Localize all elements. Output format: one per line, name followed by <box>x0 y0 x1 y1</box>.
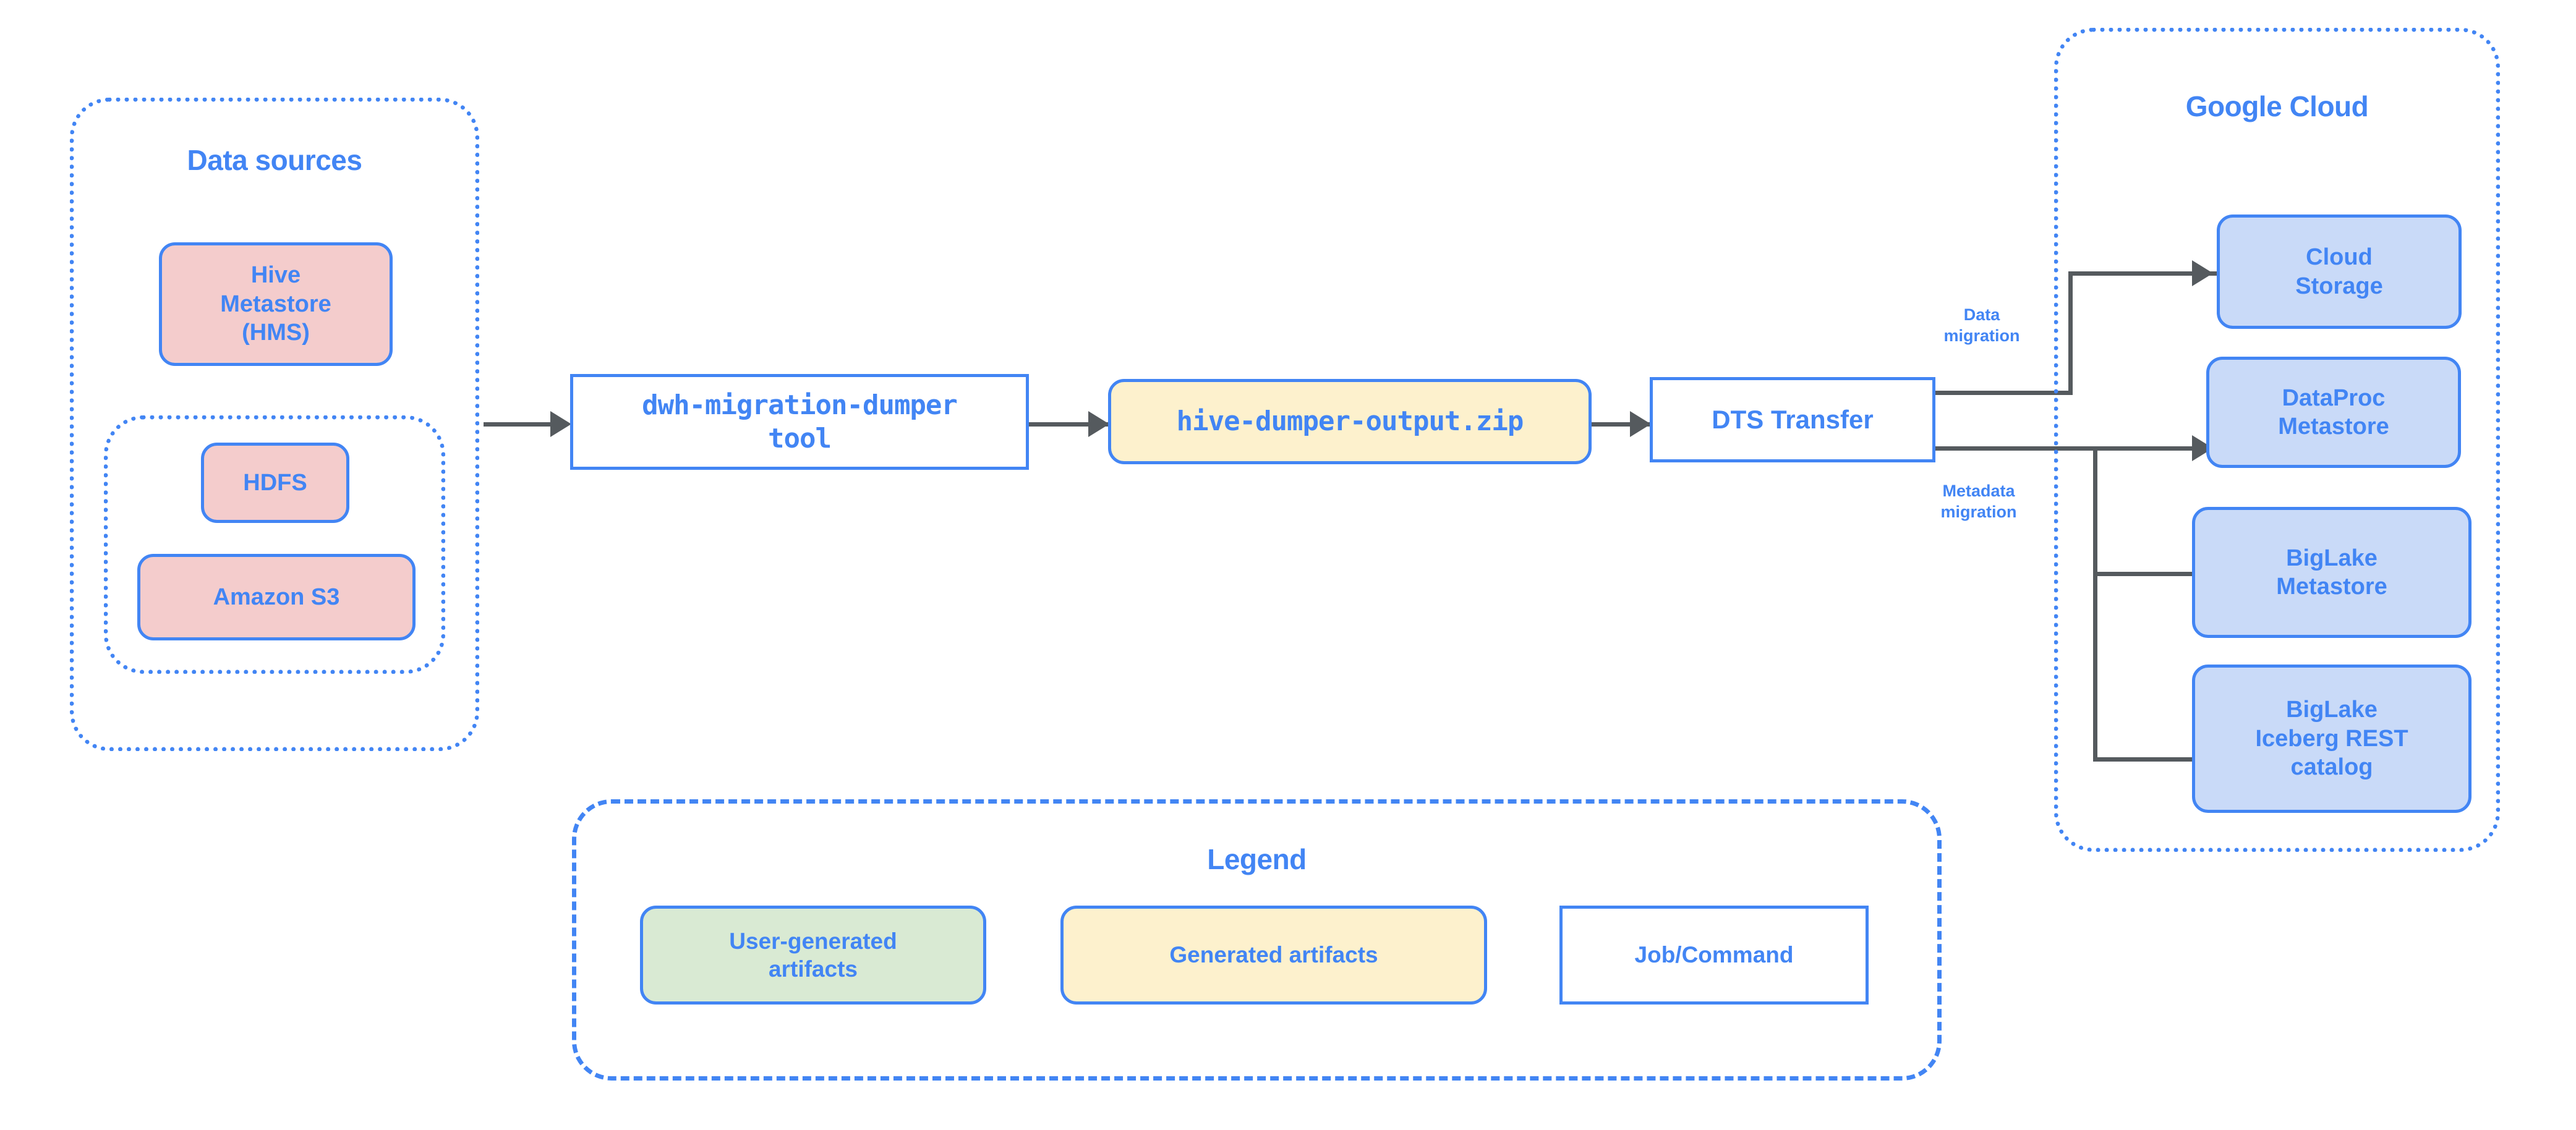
node-hdfs[interactable]: HDFS <box>201 443 349 523</box>
node-dumper-output-zip[interactable]: hive-dumper-output.zip <box>1108 379 1592 464</box>
arrowhead-cloud-storage <box>2192 260 2213 286</box>
node-amazon-s3[interactable]: Amazon S3 <box>137 554 416 640</box>
node-dumper-tool[interactable]: dwh-migration-dumper tool <box>570 374 1029 470</box>
connector-dumper-to-zip <box>1029 422 1109 427</box>
node-biglake-iceberg-rest-catalog[interactable]: BigLake Iceberg REST catalog <box>2192 665 2472 813</box>
connector-sources-to-dumper <box>484 422 559 427</box>
google-cloud-title: Google Cloud <box>2185 90 2369 122</box>
arrowhead-zip-to-dts <box>1630 411 1651 437</box>
legend-swatch-user-generated-artifacts[interactable]: User-generated artifacts <box>640 906 986 1005</box>
node-cloud-storage[interactable]: Cloud Storage <box>2217 215 2462 329</box>
edge-label-metadata-migration: Metadata migration <box>1940 482 2017 521</box>
connector-dts-data-horizontal <box>1935 391 2073 395</box>
data-sources-title: Data sources <box>187 144 362 176</box>
legend-swatch-job-command[interactable]: Job/Command <box>1559 906 1869 1005</box>
connector-dts-data-vertical <box>2068 271 2073 395</box>
node-hive-metastore[interactable]: Hive Metastore (HMS) <box>159 242 393 366</box>
data-sources-storage-group <box>104 415 445 674</box>
node-dts-transfer[interactable]: DTS Transfer <box>1650 377 1935 462</box>
connector-metadata-to-biglake-metastore <box>2093 572 2217 576</box>
legend-title: Legend <box>1207 843 1307 875</box>
connector-dts-metadata-horizontal <box>1935 446 2217 451</box>
connector-data-to-cloud-storage <box>2068 271 2217 276</box>
arrowhead-dumper-to-zip <box>1088 411 1109 437</box>
legend-swatch-generated-artifacts[interactable]: Generated artifacts <box>1060 906 1487 1005</box>
node-biglake-metastore[interactable]: BigLake Metastore <box>2192 507 2472 638</box>
node-dataproc-metastore[interactable]: DataProc Metastore <box>2206 357 2461 468</box>
connector-metadata-trunk <box>2093 446 2097 762</box>
google-cloud-group <box>2054 28 2500 852</box>
arrowhead-sources-to-dumper <box>550 411 571 437</box>
data-sources-group <box>70 98 479 751</box>
connector-metadata-to-iceberg-catalog <box>2093 757 2217 762</box>
legend-group <box>572 799 1942 1081</box>
edge-label-data-migration: Data migration <box>1943 305 2020 345</box>
